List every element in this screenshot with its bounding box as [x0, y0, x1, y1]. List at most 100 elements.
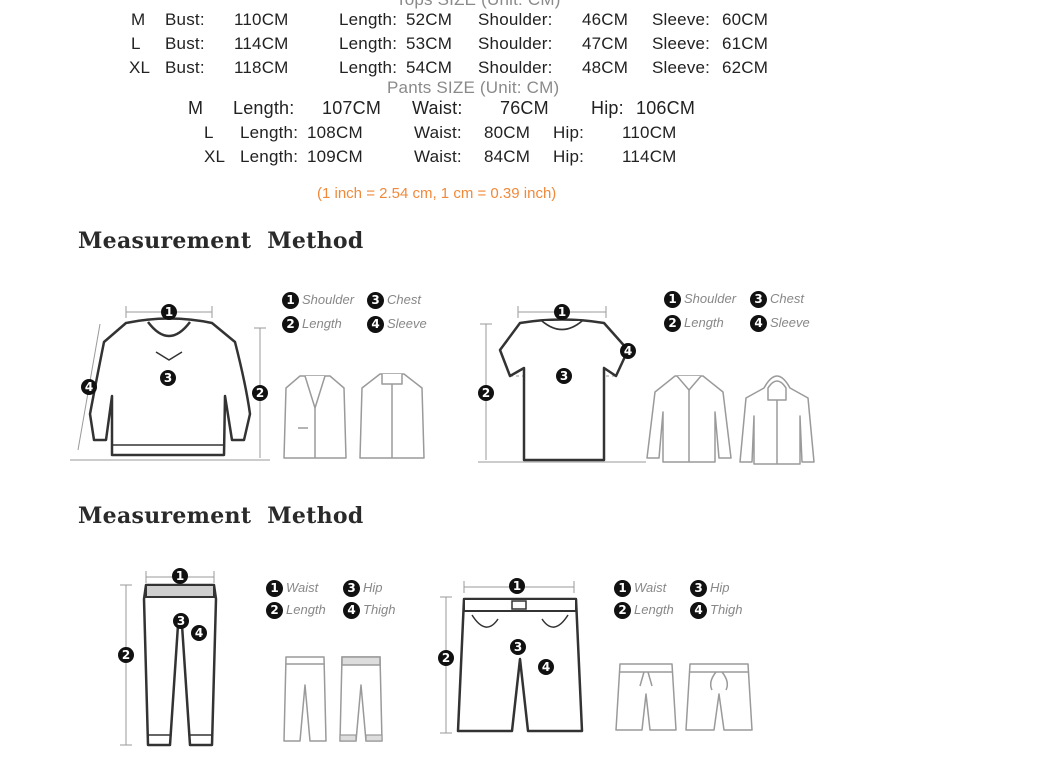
jogger-icon — [339, 656, 383, 742]
tops-row-m-shoulder-label: Shoulder: — [478, 10, 553, 29]
pants-row-m-waist: 76CM — [500, 98, 549, 118]
svg-text:1: 1 — [176, 569, 184, 583]
svg-text:1: 1 — [558, 305, 566, 319]
tops-row-l-sleeve: 61CM — [722, 34, 769, 53]
tops-row-l-shoulder-label: Shoulder: — [478, 34, 553, 53]
svg-text:4: 4 — [195, 626, 203, 640]
svg-text:1: 1 — [513, 579, 521, 593]
badge-shoulder: 1 — [554, 304, 570, 320]
svg-text:2: 2 — [482, 386, 490, 400]
tops-row-m-bust: 110CM — [234, 10, 289, 29]
svg-text:4: 4 — [85, 380, 93, 394]
svg-text:2: 2 — [122, 648, 130, 662]
badge-chest: 3 — [556, 368, 572, 384]
badge-length: 2 — [438, 650, 454, 666]
pants-row-m-hip: 106CM — [636, 98, 696, 118]
svg-text:3: 3 — [560, 369, 568, 383]
tops-row-m-shoulder: 46CM — [582, 10, 629, 29]
svg-text:1: 1 — [165, 305, 173, 319]
measurement-method-heading-tops: Measurement Method — [78, 228, 364, 254]
tops-row-xl-length-label: Length: — [339, 58, 398, 77]
tops-row-xl-bust-label: Bust: — [165, 58, 205, 77]
svg-text:4: 4 — [624, 344, 632, 358]
tops-row-l-bust-label: Bust: — [165, 34, 205, 53]
badge-length: 2 — [252, 385, 268, 401]
badge-thigh: 4 — [191, 625, 207, 641]
badge-thigh: 4 — [538, 659, 554, 675]
tops-row-l-sleeve-label: Sleeve: — [652, 34, 711, 53]
badge-length: 2 — [118, 647, 134, 663]
pants-row-xl-waist-label: Waist: — [414, 147, 462, 166]
tops-row-m-bust-label: Bust: — [165, 10, 205, 29]
trousers-icon — [283, 656, 327, 742]
tops-row-xl-length: 54CM — [406, 58, 453, 77]
zip-jacket-icon — [359, 373, 425, 459]
tops-row-m-length-label: Length: — [339, 10, 398, 29]
pants-row-l-hip: 110CM — [622, 123, 677, 142]
tshirt-measurement-illustration: 1 3 2 4 — [478, 304, 646, 463]
tops-row-l-length-label: Length: — [339, 34, 398, 53]
pants-row-xl-waist: 84CM — [484, 147, 531, 166]
badge-waist: 1 — [509, 578, 525, 594]
board-shorts-icon — [685, 663, 753, 731]
pants-row-xl-length-label: Length: — [240, 147, 299, 166]
tops-row-xl-shoulder-label: Shoulder: — [478, 58, 553, 77]
shorts-measurement-illustration: 1 2 3 4 — [438, 578, 584, 734]
tops-row-m-sleeve-label: Sleeve: — [652, 10, 711, 29]
tops-row-xl-sleeve: 62CM — [722, 58, 769, 77]
button-shirt-icon — [646, 375, 732, 463]
svg-text:4: 4 — [542, 660, 550, 674]
svg-text:2: 2 — [256, 386, 264, 400]
badge-shoulder: 1 — [161, 304, 177, 320]
pants-row-l-waist: 80CM — [484, 123, 531, 142]
svg-text:3: 3 — [514, 640, 522, 654]
pants-size-title: Pants SIZE (Unit: CM) — [387, 78, 560, 97]
blazer-icon — [283, 375, 347, 459]
tops-row-xl-bust: 118CM — [234, 58, 289, 77]
svg-text:3: 3 — [177, 614, 185, 628]
conversion-note: (1 inch = 2.54 cm, 1 cm = 0.39 inch) — [317, 185, 557, 202]
svg-text:2: 2 — [442, 651, 450, 665]
tops-row-m-length: 52CM — [406, 10, 453, 29]
badge-waist: 1 — [172, 568, 188, 584]
tops-row-l-length: 53CM — [406, 34, 453, 53]
pants-row-l-length: 108CM — [307, 123, 363, 142]
pants-row-m-hip-label: Hip: — [591, 98, 624, 118]
pants-row-xl-hip-label: Hip: — [553, 147, 585, 166]
badge-hip: 3 — [510, 639, 526, 655]
tops-row-l-shoulder: 47CM — [582, 34, 629, 53]
tops-size-title: Tops SIZE (Unit: CM) — [396, 0, 561, 10]
tops-row-xl-sleeve-label: Sleeve: — [652, 58, 711, 77]
pants-row-m-length: 107CM — [322, 98, 382, 118]
badge-sleeve: 4 — [620, 343, 636, 359]
tops-row-m-sleeve: 60CM — [722, 10, 769, 29]
pants-row-m-size: M — [188, 98, 204, 118]
pants-row-l-length-label: Length: — [240, 123, 299, 142]
pants-row-l-hip-label: Hip: — [553, 123, 585, 142]
pants-row-xl-hip: 114CM — [622, 147, 677, 166]
tops-row-l-bust: 114CM — [234, 34, 289, 53]
hoodie-icon — [739, 375, 815, 465]
pants-row-l-waist-label: Waist: — [414, 123, 462, 142]
pants-row-m-length-label: Length: — [233, 98, 295, 118]
pants-measurement-illustration: 1 2 3 4 — [118, 568, 218, 747]
tops-row-m-size: M — [131, 10, 146, 29]
drawstring-shorts-icon — [615, 663, 677, 731]
badge-length: 2 — [478, 385, 494, 401]
measurement-method-heading-pants: Measurement Method — [78, 503, 364, 529]
badge-chest: 3 — [160, 370, 176, 386]
